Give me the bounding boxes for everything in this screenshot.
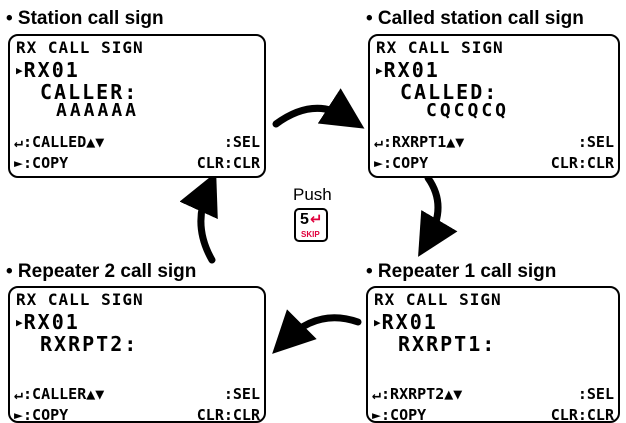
lcd-softkey-copy: ►:COPY (14, 406, 69, 423)
lcd-field-label: RXRPT2: (40, 332, 139, 356)
lcd-memory-line: ▶RX01 (374, 310, 438, 334)
lcd-memory-line: ▶RX01 (16, 58, 80, 82)
lcd-field-label: CALLED: (400, 80, 499, 104)
lcd-softkey-select: :SEL (223, 133, 260, 151)
heading-repeater-1-call-sign: • Repeater 1 call sign (366, 261, 557, 282)
lcd-softkey-select: :SEL (577, 133, 614, 151)
heading-repeater-2-call-sign: • Repeater 2 call sign (6, 261, 197, 282)
lcd-softkey-copy: ►:COPY (372, 406, 427, 423)
lcd-memory-name: RX01 (383, 58, 440, 82)
skip-key-button: 5 ↵ SKIP (294, 208, 328, 242)
arrow-bl-to-tl (179, 172, 218, 264)
heading-station-call-sign: • Station call sign (6, 8, 164, 29)
lcd-title: RX CALL SIGN (16, 290, 144, 309)
lcd-softkey-clear: CLR:CLR (196, 154, 260, 172)
lcd-screen-station-call-sign: RX CALL SIGN ▶RX01 CALLER: AAAAAA ↵:CALL… (8, 34, 266, 178)
lcd-title: RX CALL SIGN (374, 290, 502, 309)
lcd-field-value: AAAAAA (56, 100, 140, 121)
lcd-memory-name: RX01 (23, 310, 80, 334)
lcd-screen-repeater-2-call-sign: RX CALL SIGN ▶RX01 RXRPT2: ↵:CALLER▲▼ :S… (8, 286, 266, 423)
lcd-memory-line: ▶RX01 (16, 310, 80, 334)
heading-called-station-call-sign: • Called station call sign (366, 8, 584, 29)
lcd-screen-called-station-call-sign: RX CALL SIGN ▶RX01 CALLED: CQCQCQ ↵:RXRP… (368, 34, 620, 178)
lcd-title: RX CALL SIGN (16, 38, 144, 57)
key-number: 5 (300, 211, 309, 228)
lcd-softkey-enter: ↵:RXRPT1▲▼ (374, 133, 465, 151)
lcd-memory-name: RX01 (23, 58, 80, 82)
lcd-softkey-clear: CLR:CLR (196, 406, 260, 423)
push-label: Push (293, 185, 332, 204)
selection-marker-icon: ▶ (16, 64, 23, 77)
lcd-softkey-select: :SEL (577, 385, 614, 403)
lcd-softkey-enter: ↵:CALLER▲▼ (14, 385, 105, 403)
key-sub-label: SKIP (301, 230, 320, 239)
selection-marker-icon: ▶ (374, 316, 381, 329)
lcd-softkey-copy: ►:COPY (374, 154, 429, 172)
arrow-tr-to-br (418, 174, 458, 257)
lcd-title: RX CALL SIGN (376, 38, 504, 57)
lcd-softkey-enter: ↵:CALLED▲▼ (14, 133, 105, 151)
lcd-softkey-clear: CLR:CLR (550, 406, 614, 423)
selection-marker-icon: ▶ (376, 64, 383, 77)
lcd-screen-repeater-1-call-sign: RX CALL SIGN ▶RX01 RXRPT1: ↵:RXRPT2▲▼ :S… (366, 286, 620, 423)
lcd-memory-name: RX01 (381, 310, 438, 334)
lcd-softkey-copy: ►:COPY (14, 154, 69, 172)
lcd-softkey-clear: CLR:CLR (550, 154, 614, 172)
lcd-softkey-select: :SEL (223, 385, 260, 403)
arrow-br-to-bl (272, 309, 362, 354)
lcd-field-label: RXRPT1: (398, 332, 497, 356)
selection-marker-icon: ▶ (16, 316, 23, 329)
lcd-softkey-enter: ↵:RXRPT2▲▼ (372, 385, 463, 403)
lcd-field-label: CALLER: (40, 80, 139, 104)
lcd-memory-line: ▶RX01 (376, 58, 440, 82)
lcd-field-value: CQCQCQ (426, 100, 510, 121)
return-arrow-icon: ↵ (310, 210, 323, 228)
arrow-tl-to-tr (272, 88, 365, 129)
